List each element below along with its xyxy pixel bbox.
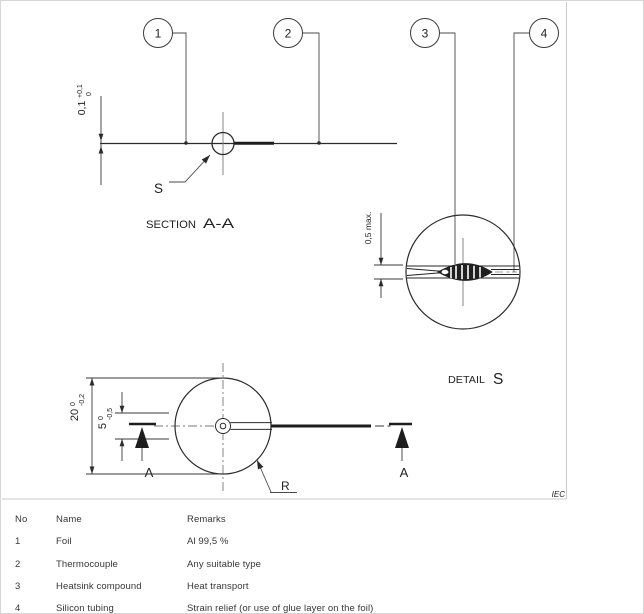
svg-text:0: 0 <box>70 402 77 406</box>
detail-caption: DETAIL S <box>448 371 503 388</box>
section-caption: SECTION A-A <box>146 215 235 231</box>
balloon-3-leader <box>439 32 456 264</box>
balloon-1-number: 1 <box>155 26 162 40</box>
junction-inner-circle <box>219 422 227 430</box>
technical-drawing: 1 2 0,1 +0,1 0 S <box>2 2 567 500</box>
balloon-1: 1 <box>143 18 188 145</box>
table-row: 3 Heatsink compound Heat transport <box>1 576 643 598</box>
row-no: 4 <box>15 603 21 614</box>
plan-view: 20 0 -0,2 5 0 -0,5 A <box>69 363 412 493</box>
svg-text:5: 5 <box>97 423 109 429</box>
cut-arrow-a-left: A <box>129 422 156 480</box>
detail-view: 3 4 <box>363 18 559 388</box>
col-header-name: Name <box>56 514 82 525</box>
detail-marker-leader <box>169 154 211 183</box>
row-remarks: Any suitable type <box>187 558 262 570</box>
row-remarks: Strain relief (or use of glue layer on t… <box>187 603 374 614</box>
svg-text:S: S <box>493 371 503 388</box>
col-header-remarks: Remarks <box>187 514 226 525</box>
drawing-frame <box>2 2 567 500</box>
row-no: 1 <box>15 536 21 548</box>
parts-table-header-row: No Name Remarks <box>1 509 643 531</box>
table-row: 2 Thermocouple Any suitable type <box>1 554 643 576</box>
balloon-2: 2 <box>273 18 321 145</box>
col-header-no: No <box>15 514 28 525</box>
dimension-diameter <box>86 377 226 475</box>
junction-outer-circle <box>215 418 231 434</box>
balloon-1-leader <box>172 32 187 142</box>
svg-text:0: 0 <box>98 416 105 420</box>
table-row: 4 Silicon tubing Strain relief (or use o… <box>1 598 643 614</box>
cut-arrow-a-right: A <box>389 422 412 480</box>
detail-marker-label: S <box>154 181 163 196</box>
detail-foil-structure <box>406 263 519 281</box>
balloon-2-leader <box>302 32 320 142</box>
svg-text:A-A: A-A <box>203 215 235 231</box>
svg-text:-0,5: -0,5 <box>107 408 114 420</box>
row-no: 2 <box>15 558 21 570</box>
row-name: Thermocouple <box>56 558 118 570</box>
dimension-foil-thickness-text: 0,1 +0,1 0 <box>76 84 93 115</box>
row-name: Silicon tubing <box>56 603 114 614</box>
detail-indicator-circle <box>211 131 235 156</box>
svg-text:SECTION: SECTION <box>146 219 196 231</box>
row-name: Heatsink compound <box>56 580 142 592</box>
thermocouple-wire <box>230 422 391 430</box>
detail-circle <box>405 214 521 330</box>
row-no: 3 <box>15 580 21 592</box>
detail-marker: S <box>154 154 211 196</box>
svg-text:+0,1: +0,1 <box>77 84 84 98</box>
balloon-4: 4 <box>513 18 559 272</box>
radius-leader: R <box>256 459 297 493</box>
svg-text:0,1: 0,1 <box>76 101 88 116</box>
svg-text:DETAIL: DETAIL <box>448 374 485 386</box>
balloon-2-number: 2 <box>285 26 292 40</box>
dimension-center-offset-text: 5 0 -0,5 <box>97 408 114 429</box>
balloon-4-leader <box>513 32 530 272</box>
svg-text:20: 20 <box>69 409 81 421</box>
balloon-3: 3 <box>410 18 456 264</box>
cut-label-right: A <box>400 465 409 480</box>
section-view: 1 2 0,1 +0,1 0 S <box>76 18 397 231</box>
row-remarks: Heat transport <box>187 580 249 592</box>
dimension-detail-thickness-text: 0,5 max. <box>363 212 373 245</box>
row-name: Foil <box>56 536 72 548</box>
svg-text:0,5 max.: 0,5 max. <box>363 212 373 245</box>
svg-text:-0,2: -0,2 <box>79 394 86 406</box>
balloon-3-number: 3 <box>422 26 429 40</box>
balloon-4-number: 4 <box>541 26 548 40</box>
iec-credit: IEC <box>552 490 566 499</box>
dimension-detail-thickness <box>374 213 403 298</box>
cut-label-left: A <box>145 465 154 480</box>
table-row: 1 Foil Al 99,5 % <box>1 531 643 553</box>
svg-text:0: 0 <box>86 92 93 96</box>
dimension-foil-thickness <box>98 96 104 185</box>
parts-table: No Name Remarks 1 Foil Al 99,5 % 2 Therm… <box>1 509 643 614</box>
radius-label: R <box>281 479 290 493</box>
dimension-diameter-text: 20 0 -0,2 <box>69 394 86 421</box>
row-remarks: Al 99,5 % <box>187 536 229 548</box>
